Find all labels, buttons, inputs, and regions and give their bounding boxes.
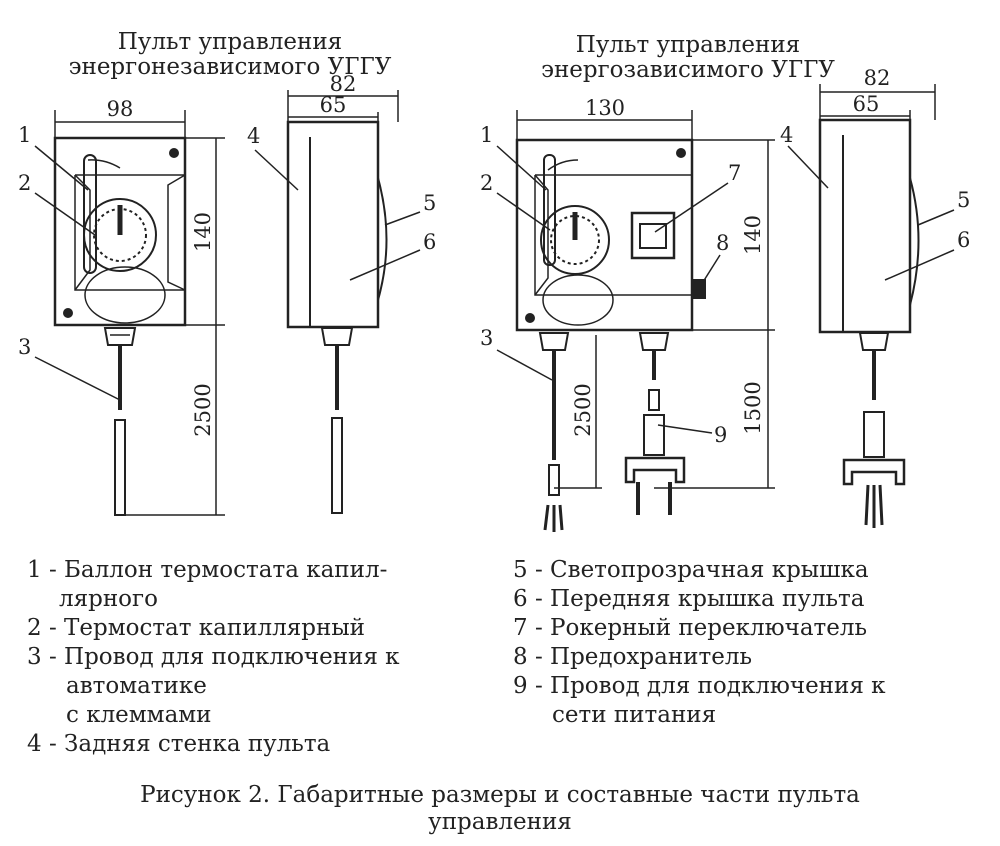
legend-item-1: 1 - Баллон термостата капил- — [27, 557, 388, 583]
callout-right-4: 4 — [780, 123, 793, 147]
dimension-right-height — [554, 139, 775, 489]
legend-item-9-cont: сети питания — [552, 702, 717, 728]
dim-left-width-label: 98 — [107, 97, 134, 121]
left-panel-title: Пульт управления энергонезависимого УГГУ — [40, 30, 420, 80]
dim-right-power-label: 1500 — [741, 381, 765, 434]
callout-left-1: 1 — [18, 123, 31, 147]
callout-left-5: 5 — [423, 191, 436, 215]
caption-line-2: управления — [428, 809, 572, 835]
left-leader-lines — [34, 145, 421, 401]
callout-right-1: 1 — [480, 123, 493, 147]
caption-line-1: Рисунок 2. Габаритные размеры и составны… — [140, 782, 860, 808]
callout-right-5: 5 — [957, 188, 970, 212]
callout-left-2: 2 — [18, 171, 31, 195]
dim-right-width-label: 130 — [585, 96, 625, 120]
dim-right-side-inner: 65 — [853, 92, 880, 116]
legend-item-7: 7 - Рокерный переключатель — [513, 615, 868, 641]
left-title-line-1: Пульт управления — [117, 29, 343, 55]
legend-right: 5 - Светопрозрачная крышка 6 - Передняя … — [513, 556, 886, 730]
dim-left-side-outer: 82 — [330, 72, 357, 96]
right-title-line-1: Пульт управления — [575, 32, 801, 58]
legend-item-3-cont-2: с клеммами — [66, 702, 212, 728]
dim-left-side-inner: 65 — [320, 93, 347, 117]
left-unit-side — [286, 120, 388, 514]
legend-left: 1 - Баллон термостата капил- лярного 2 -… — [27, 556, 400, 759]
legend-item-9: 9 - Провод для подключения к — [513, 673, 886, 699]
legend-item-5: 5 - Светопрозрачная крышка — [513, 557, 869, 583]
technical-drawing: 98 140 2500 82 65 1 2 3 4 5 6 — [18, 66, 970, 532]
dim-right-sensor-label: 2500 — [571, 383, 595, 436]
callout-right-9: 9 — [714, 423, 727, 447]
callout-left-6: 6 — [423, 230, 436, 254]
legend-item-3: 3 - Провод для подключения к — [27, 644, 400, 670]
dimension-left-height — [125, 137, 225, 516]
legend-item-8: 8 - Предохранитель — [513, 644, 752, 670]
callout-left-3: 3 — [18, 335, 31, 359]
right-unit-front — [515, 138, 706, 532]
legend-item-2: 2 - Термостат капиллярный — [27, 615, 365, 641]
dimension-right-side — [819, 84, 936, 120]
right-title-line-2: энергозависимого УГГУ — [541, 57, 835, 83]
legend-item-4: 4 - Задняя стенка пульта — [27, 731, 331, 757]
dim-left-height-label: 140 — [191, 212, 215, 252]
legend-item-3-cont-1: автоматике — [66, 673, 207, 699]
callout-right-3: 3 — [480, 326, 493, 350]
right-unit-side — [818, 118, 920, 528]
left-title-line-2: энергонезависимого УГГУ — [68, 54, 392, 80]
callout-right-7: 7 — [728, 161, 741, 185]
callout-right-8: 8 — [716, 231, 729, 255]
callout-left-4: 4 — [247, 124, 260, 148]
dimension-left-side — [287, 90, 399, 122]
legend-item-1-cont: лярного — [59, 586, 158, 612]
legend-item-6: 6 - Передняя крышка пульта — [513, 586, 865, 612]
dim-right-height-label: 140 — [741, 215, 765, 255]
dim-left-cable-label: 2500 — [191, 383, 215, 436]
figure-caption: Рисунок 2. Габаритные размеры и составны… — [0, 782, 1000, 836]
right-leader-lines — [496, 145, 955, 434]
callout-right-2: 2 — [480, 171, 493, 195]
dim-right-side-outer: 82 — [864, 66, 891, 90]
right-panel-title: Пульт управления энергозависимого УГГУ — [488, 33, 888, 83]
dimension-left-width — [54, 110, 186, 138]
left-unit-front — [53, 136, 187, 516]
callout-right-6: 6 — [957, 228, 970, 252]
dimension-right-width — [516, 110, 693, 140]
